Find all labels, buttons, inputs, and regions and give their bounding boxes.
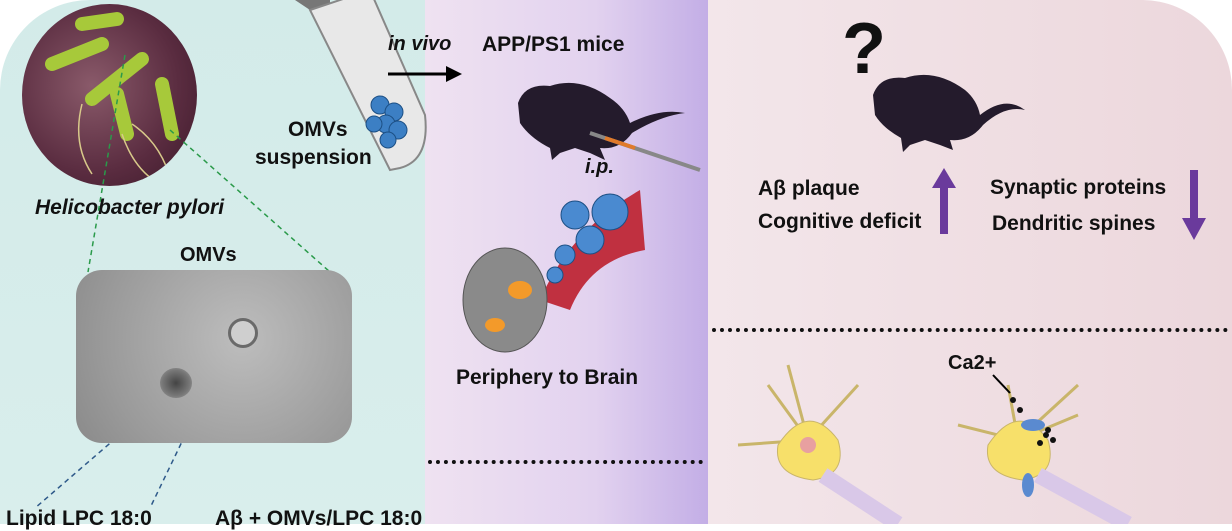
mice-label: APP/PS1 mice [482, 33, 625, 56]
up-item: Aβ plaque [758, 177, 860, 200]
neurons-icon [737, 364, 1132, 524]
aggregate [160, 368, 192, 398]
mouse-icon [873, 74, 1025, 152]
brain-vessel-icon [462, 190, 645, 353]
question-mark: ? [842, 9, 886, 89]
tem-micrograph [76, 270, 352, 443]
bacteria-label: Helicobacter pylori [35, 196, 225, 219]
mouse-icon [518, 82, 701, 172]
suspension-label-2: suspension [255, 146, 372, 169]
suspension-label-1: OMVs [288, 118, 348, 141]
divider-middle [428, 460, 703, 464]
in-vivo-label: in vivo [388, 33, 452, 55]
down-item: Dendritic spines [992, 212, 1156, 235]
lipid-label: Lipid LPC 18:0 [6, 507, 152, 530]
tube-icon [295, 0, 427, 172]
arrow-up-icon [932, 168, 956, 234]
vesicle-large [228, 318, 258, 348]
divider-right [712, 328, 1228, 332]
arrow-down-icon [1182, 170, 1206, 240]
calcium-label: Ca2+ [948, 352, 997, 374]
helicobacter-image [22, 4, 197, 186]
periphery-label: Periphery to Brain [456, 366, 639, 389]
up-item: Cognitive deficit [758, 210, 922, 233]
bacteria-icon [45, 12, 179, 185]
omvs-title: OMVs [180, 244, 237, 266]
route-label: i.p. [585, 156, 614, 178]
complex-label: Aβ + OMVs/LPC 18:0 [215, 507, 423, 530]
down-item: Synaptic proteins [990, 176, 1167, 199]
arrow-right-icon [388, 66, 462, 82]
